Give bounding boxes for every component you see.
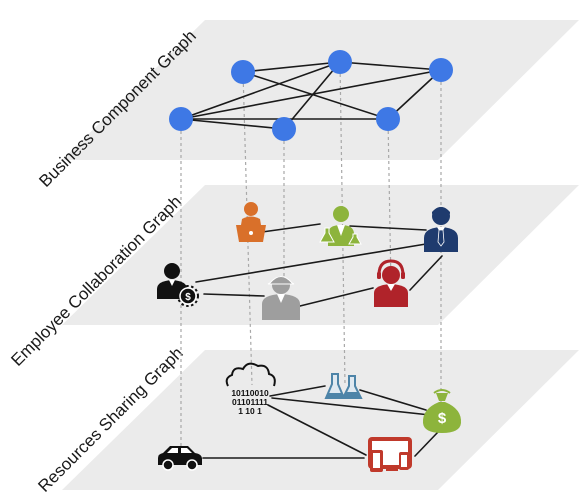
business-edges — [180, 61, 442, 130]
business-nodes — [169, 50, 453, 141]
scientist-icon — [319, 206, 362, 246]
car-icon — [158, 446, 202, 471]
money-bag-icon: $ — [422, 389, 462, 433]
resource-edges — [202, 385, 439, 459]
call-center-icon — [374, 259, 408, 307]
cloud-data-icon: 10110010 01101111 1 10 1 — [225, 362, 276, 416]
cloud-data-digits-3: 1 10 1 — [238, 406, 262, 416]
engineer-icon — [262, 276, 300, 320]
resources-layer-plane — [62, 350, 579, 490]
money-bag-symbol: $ — [438, 410, 447, 427]
svg-text:$: $ — [185, 292, 191, 303]
cloud-data-digits-1: 10110010 — [231, 388, 269, 398]
business-node — [429, 58, 453, 82]
cloud-data-digits-2: 01101111 — [232, 397, 268, 407]
lab-flasks-icon — [324, 373, 363, 399]
employee-layer-plane — [62, 185, 579, 325]
finance-manager-icon: $ — [157, 263, 199, 307]
business-node — [169, 107, 193, 131]
devices-icon — [368, 437, 412, 472]
business-node — [272, 117, 296, 141]
business-node — [328, 50, 352, 74]
employee-edges — [195, 223, 443, 307]
business-node — [231, 60, 255, 84]
laptop-worker-icon — [236, 202, 266, 242]
businessman-icon — [424, 207, 458, 252]
business-node — [376, 107, 400, 131]
